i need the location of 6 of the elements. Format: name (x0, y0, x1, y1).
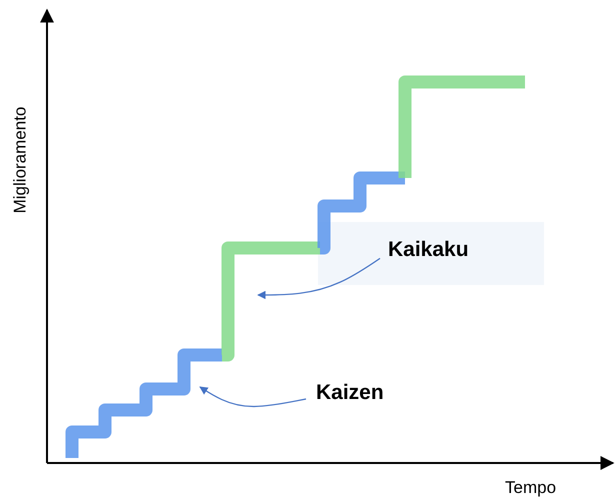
axis-title: Miglioramento (10, 106, 30, 214)
leader-arrow (199, 386, 306, 408)
annotation-text: Kaizen (316, 381, 384, 405)
axis-title: Tempo (505, 478, 556, 497)
leader-arrow (257, 258, 380, 300)
annotation-text: Kaikaku (388, 238, 469, 262)
